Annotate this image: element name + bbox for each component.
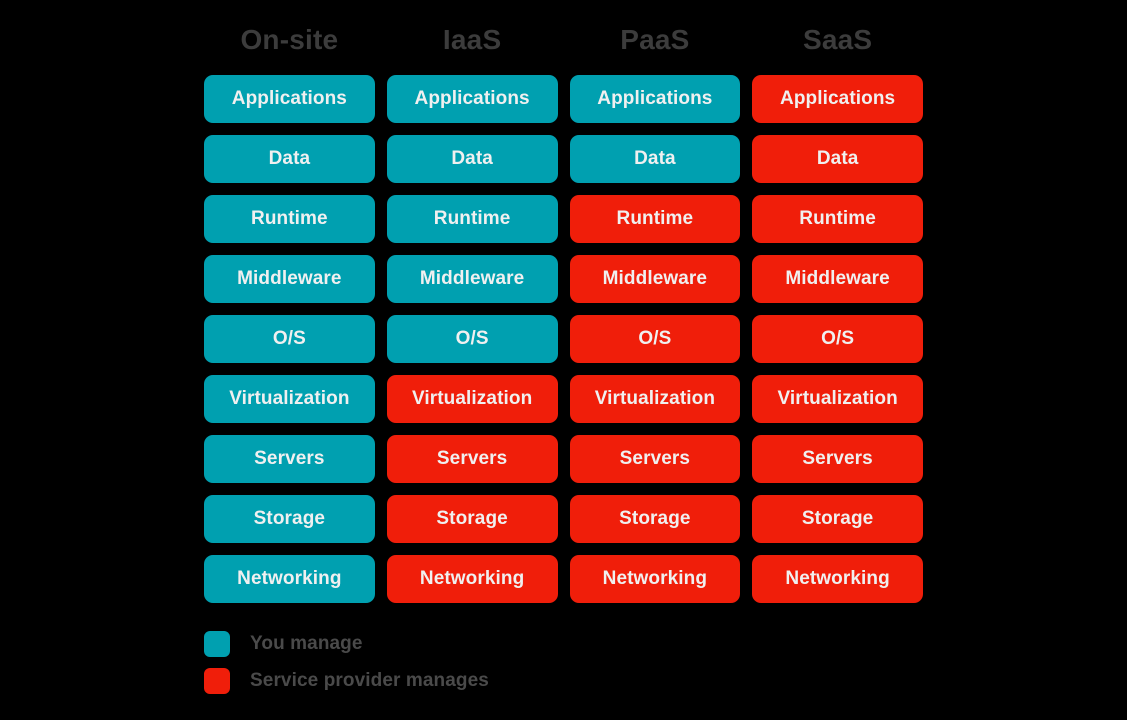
pill-iaas-middleware: Middleware [386,255,558,303]
pill-iaas-virtualization: Virtualization [386,375,558,423]
pill-paas-virtualization: Virtualization [569,375,741,423]
pill-iaas-storage: Storage [386,495,558,543]
pill-saas-o-s: O/S [752,315,923,363]
legend-item-provider: Service provider manages [204,665,489,697]
pill-iaas-networking: Networking [386,555,558,603]
column-header-iaas: IaaS [442,24,502,55]
pill-iaas-o-s: O/S [386,315,558,363]
pill-paas-networking: Networking [569,555,741,603]
pill-on-site-applications: Applications [204,75,375,123]
pill-saas-runtime: Runtime [752,195,923,243]
pill-saas-networking: Networking [752,555,923,603]
pill-paas-runtime: Runtime [569,195,741,243]
legend-swatch-provider [204,668,230,694]
column-header-on-site: On-site [240,24,339,55]
pill-on-site-o-s: O/S [204,315,375,363]
column-header-paas: PaaS [620,24,690,55]
pill-on-site-storage: Storage [204,495,375,543]
pill-saas-data: Data [752,135,923,183]
pill-iaas-runtime: Runtime [386,195,558,243]
pill-iaas-servers: Servers [386,435,558,483]
pill-paas-middleware: Middleware [569,255,741,303]
pill-saas-virtualization: Virtualization [752,375,923,423]
pill-saas-storage: Storage [752,495,923,543]
pill-on-site-networking: Networking [204,555,375,603]
legend-label-provider: Service provider manages [250,670,489,691]
pill-on-site-servers: Servers [204,435,375,483]
pill-paas-o-s: O/S [569,315,741,363]
pill-paas-servers: Servers [569,435,741,483]
pill-saas-middleware: Middleware [752,255,923,303]
pill-iaas-data: Data [386,135,558,183]
pill-on-site-data: Data [204,135,375,183]
legend-label-you: You manage [250,633,363,654]
pill-on-site-virtualization: Virtualization [204,375,375,423]
legend-swatch-you [204,631,230,657]
pill-paas-applications: Applications [569,75,741,123]
pill-iaas-applications: Applications [386,75,558,123]
legend-item-you: You manage [204,628,489,660]
column-header-saas: SaaS [802,24,873,55]
pill-saas-servers: Servers [752,435,923,483]
column-header-row: On-site IaaS PaaS SaaS [204,22,923,58]
pill-paas-storage: Storage [569,495,741,543]
pill-on-site-runtime: Runtime [204,195,375,243]
pill-saas-applications: Applications [752,75,923,123]
pill-paas-data: Data [569,135,741,183]
pill-on-site-middleware: Middleware [204,255,375,303]
